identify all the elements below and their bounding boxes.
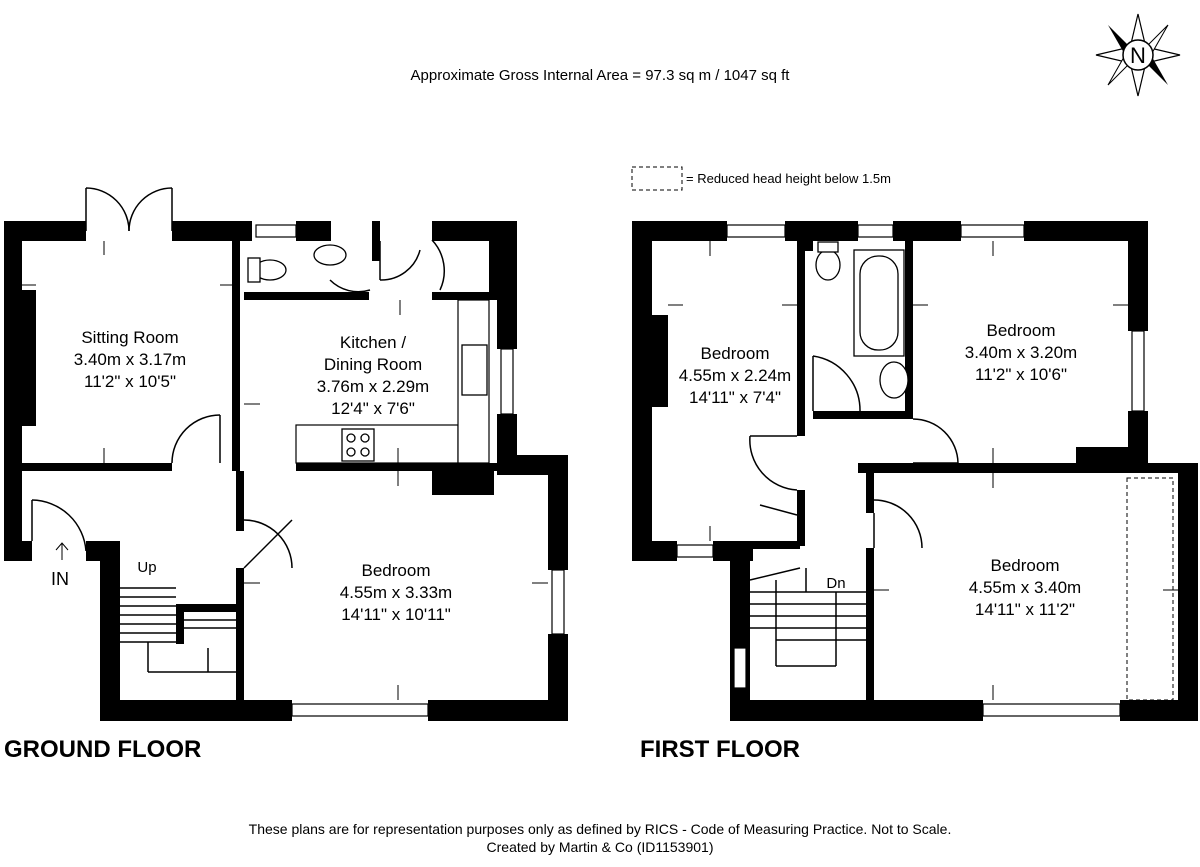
first-bedroom-right-name: Bedroom xyxy=(987,321,1056,340)
ground-floor-plan: Sitting Room 3.40m x 3.17m 11'2" x 10'5"… xyxy=(4,187,568,721)
first-floor-plan: Bedroom 4.55m x 2.24m 14'11" x 7'4" Bedr… xyxy=(632,221,1198,721)
ground-bedroom-name: Bedroom xyxy=(362,561,431,580)
stairs-down-label: Dn xyxy=(826,575,845,592)
first-floor-title: FIRST FLOOR xyxy=(640,736,800,763)
ground-bedroom-metric: 4.55m x 3.33m xyxy=(340,583,452,602)
kitchen-name-line1: Kitchen / xyxy=(340,333,406,352)
entrance-label: IN xyxy=(51,569,69,589)
first-bedroom-bottom-metric: 4.55m x 3.40m xyxy=(969,578,1081,597)
gross-area-text: Approximate Gross Internal Area = 97.3 s… xyxy=(411,67,791,84)
first-bedroom-left-imperial: 14'11" x 7'4" xyxy=(689,388,781,407)
first-bedroom-left-metric: 4.55m x 2.24m xyxy=(679,366,791,385)
compass-label: N xyxy=(1130,43,1146,68)
footer-credit: Created by Martin & Co (ID1153901) xyxy=(487,839,714,855)
kitchen-imperial: 12'4" x 7'6" xyxy=(331,399,415,418)
sitting-room-metric: 3.40m x 3.17m xyxy=(74,350,186,369)
first-bedroom-right-metric: 3.40m x 3.20m xyxy=(965,343,1077,362)
reduced-height-legend-text: = Reduced head height below 1.5m xyxy=(686,171,891,186)
ground-floor-title: GROUND FLOOR xyxy=(4,736,201,763)
first-bedroom-right-imperial: 11'2" x 10'6" xyxy=(975,365,1067,384)
kitchen-metric: 3.76m x 2.29m xyxy=(317,377,429,396)
stairs-up-label: Up xyxy=(137,559,156,576)
sitting-room-imperial: 11'2" x 10'5" xyxy=(84,372,176,391)
first-bedroom-bottom-name: Bedroom xyxy=(991,556,1060,575)
first-bedroom-left-name: Bedroom xyxy=(701,344,770,363)
kitchen-name-line2: Dining Room xyxy=(324,355,422,374)
sitting-room-name: Sitting Room xyxy=(81,328,178,347)
reduced-height-legend-swatch xyxy=(631,166,683,191)
ground-bedroom-imperial: 14'11" x 10'11" xyxy=(341,605,451,624)
north-compass-icon: N xyxy=(1095,13,1181,97)
first-bedroom-bottom-imperial: 14'11" x 11'2" xyxy=(975,600,1075,619)
footer-disclaimer: These plans are for representation purpo… xyxy=(249,821,952,837)
